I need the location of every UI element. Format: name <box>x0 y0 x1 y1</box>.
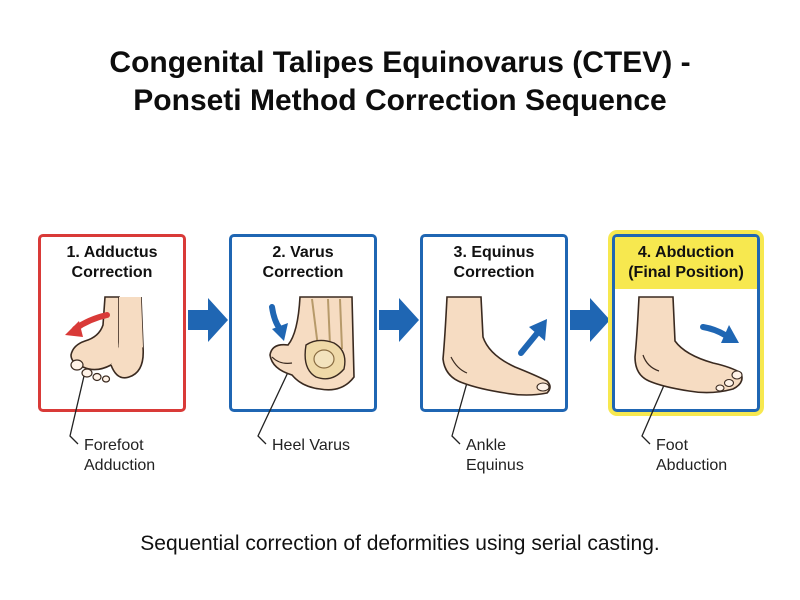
step-panel-abduction: 4. Abduction (Final Position) <box>612 234 760 412</box>
title-line-2: Ponseti Method Correction Sequence <box>133 84 667 117</box>
flow-arrow-3 <box>570 298 610 342</box>
abducted-foot-illustration <box>634 296 743 394</box>
caption: Sequential correction of deformities usi… <box>140 532 660 555</box>
step-panel-adductus: 1. Adductus Correction <box>38 234 186 412</box>
highlight-band <box>615 237 757 289</box>
adducted-foot-illustration <box>65 296 145 383</box>
equinus-foot-illustration <box>442 296 551 396</box>
flow-arrow-1 <box>188 298 228 342</box>
up-right-arrow-icon <box>518 319 547 356</box>
step-panel-varus: 2. Varus Correction <box>229 234 377 412</box>
curved-down-arrow-icon <box>269 304 288 341</box>
step-label: 4. Abduction (Final Position) <box>628 244 744 281</box>
heel-bones-illustration <box>269 296 355 391</box>
step-label: 3. Equinus Correction <box>453 244 535 281</box>
title-line-1: Congenital Talipes Equinovarus (CTEV) - <box>109 46 691 79</box>
curved-left-arrow-icon <box>65 312 110 337</box>
callout-heel-varus: Heel Varus <box>272 437 350 454</box>
right-arrow-icon <box>700 324 739 343</box>
flow-arrow-2 <box>379 298 419 342</box>
callout-ankle-equinus: Ankle Equinus <box>466 437 524 474</box>
callout-foot-abduction: Foot Abduction <box>656 437 728 474</box>
step-label: 2. Varus Correction <box>262 244 344 281</box>
step-panel-equinus: 3. Equinus Correction <box>420 234 568 412</box>
diagram-title: Congenital Talipes Equinovarus (CTEV) - … <box>0 44 800 120</box>
callout-forefoot-adduction: Forefoot Adduction <box>84 437 156 474</box>
step-label: 1. Adductus Correction <box>66 244 158 281</box>
